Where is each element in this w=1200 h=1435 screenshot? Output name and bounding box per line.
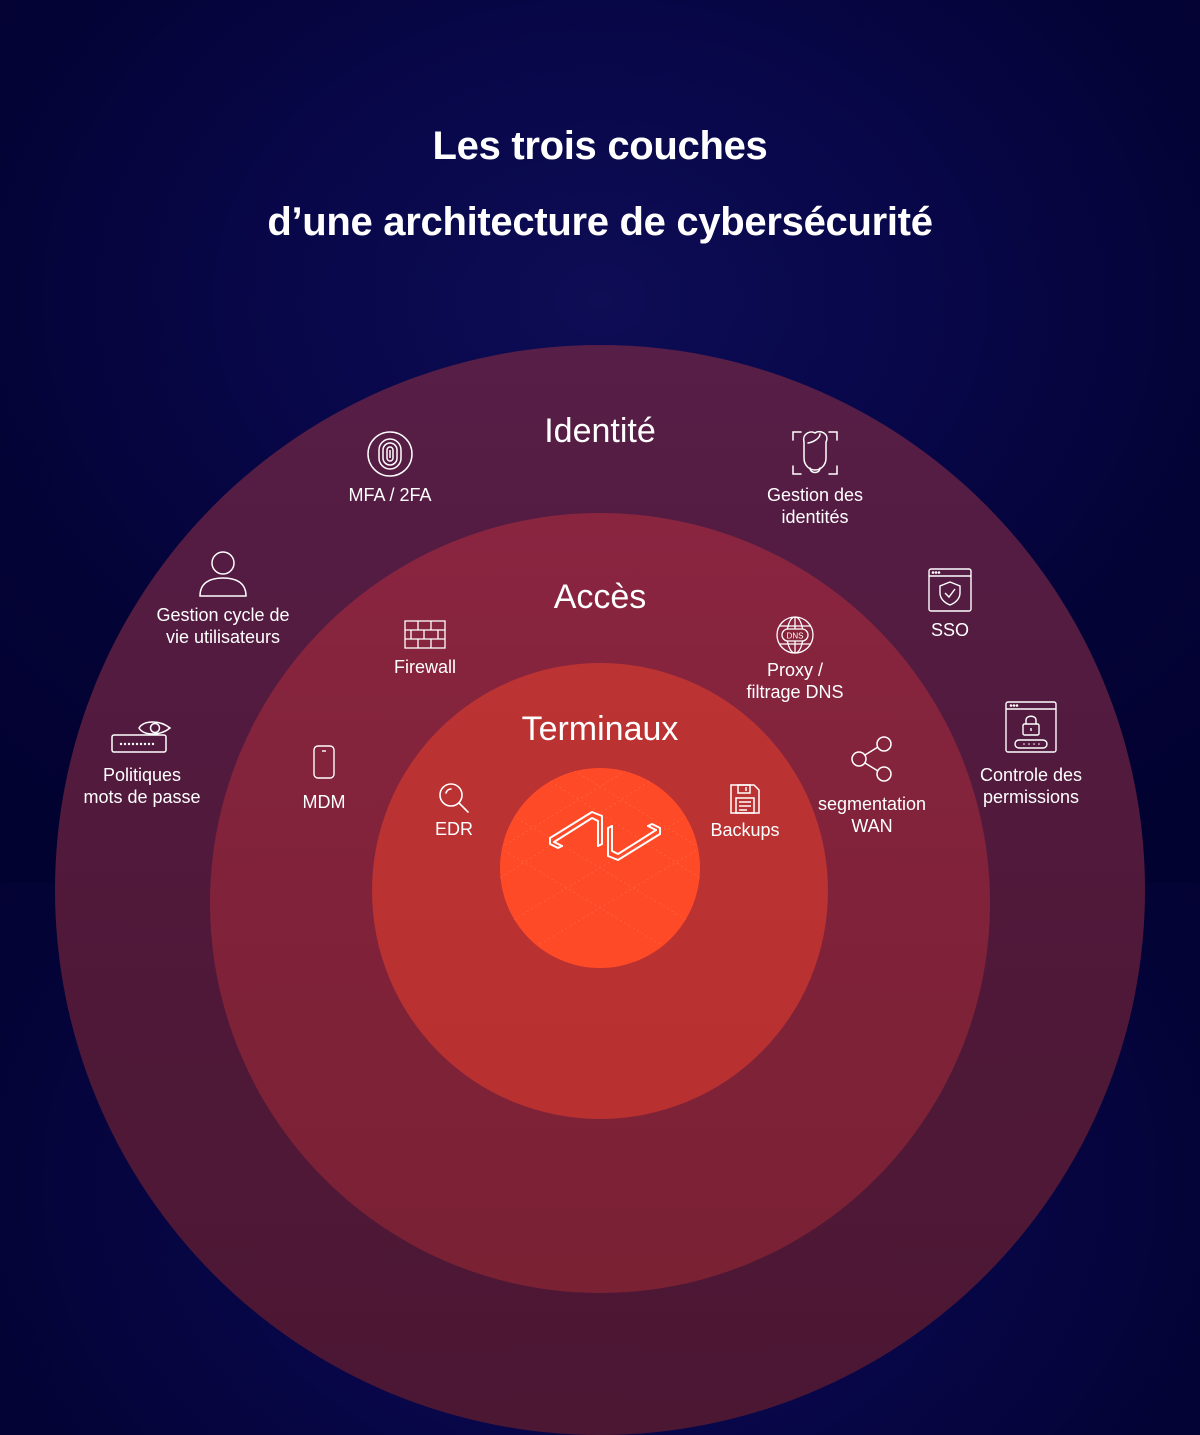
item-backups: Backups (645, 783, 845, 841)
password-eye-icon (42, 718, 242, 754)
brick-wall-icon (325, 620, 525, 650)
item-label-line1: Gestion des (766, 485, 864, 505)
share-nodes-icon (772, 735, 972, 783)
page-title: Les trois couches d’une architecture de … (0, 108, 1200, 260)
browser-lock-icon (931, 700, 1131, 754)
smartphone-icon (224, 745, 424, 779)
item-sso: SSO (850, 567, 1050, 641)
user-icon (123, 550, 323, 598)
item-label-line2: mots de passe (83, 787, 201, 807)
layer-label-acces: Accès (553, 578, 647, 616)
item-firewall: Firewall (325, 620, 525, 678)
title-line-1: Les trois couches (432, 124, 768, 168)
fingerprint-icon (290, 430, 490, 478)
item-label-line2: filtrage DNS (746, 682, 844, 702)
item-label-line2: WAN (851, 816, 893, 836)
item-label-line1: segmentation (817, 794, 927, 814)
browser-shield-icon (850, 567, 1050, 613)
item-gestion-cycle: Gestion cycle de vie utilisateurs (123, 550, 323, 648)
item-label-line1: Gestion cycle de (156, 605, 290, 625)
item-label-line2: permissions (982, 787, 1080, 807)
item-mdm: MDM (224, 745, 424, 813)
floppy-disk-icon (645, 783, 845, 815)
face-scan-icon (715, 428, 915, 478)
item-gestion-identites: Gestion des identités (715, 428, 915, 528)
item-mfa: MFA / 2FA (290, 430, 490, 506)
item-politiques-mdp: Politiques mots de passe (42, 718, 242, 808)
layer-label-identite: Identité (544, 412, 656, 450)
item-controle-permissions: Controle des permissions (931, 700, 1131, 808)
item-label-line1: Proxy / (766, 660, 823, 680)
item-label-line1: Politiques (102, 765, 182, 785)
item-segmentation-wan: segmentation WAN (772, 735, 972, 837)
item-label: SSO (930, 620, 969, 640)
item-label: MDM (302, 792, 346, 812)
brand-logo-icon (549, 811, 661, 861)
svg-text:DNS: DNS (787, 632, 804, 641)
globe-dns-icon: DNS (695, 615, 895, 655)
item-label: Backups (710, 820, 780, 840)
magnifier-icon (354, 782, 554, 814)
item-label-line2: vie utilisateurs (165, 627, 281, 647)
item-label: MFA / 2FA (348, 485, 432, 505)
item-label: Firewall (393, 657, 456, 677)
title-line-2: d’une architecture de cybersécurité (267, 200, 933, 244)
item-label: EDR (434, 819, 473, 839)
item-proxy-dns: DNS Proxy / filtrage DNS (695, 615, 895, 703)
item-edr: EDR (354, 782, 554, 840)
item-label-line1: Controle des (979, 765, 1083, 785)
item-label-line2: identités (781, 507, 849, 527)
layer-label-terminaux: Terminaux (521, 710, 679, 748)
